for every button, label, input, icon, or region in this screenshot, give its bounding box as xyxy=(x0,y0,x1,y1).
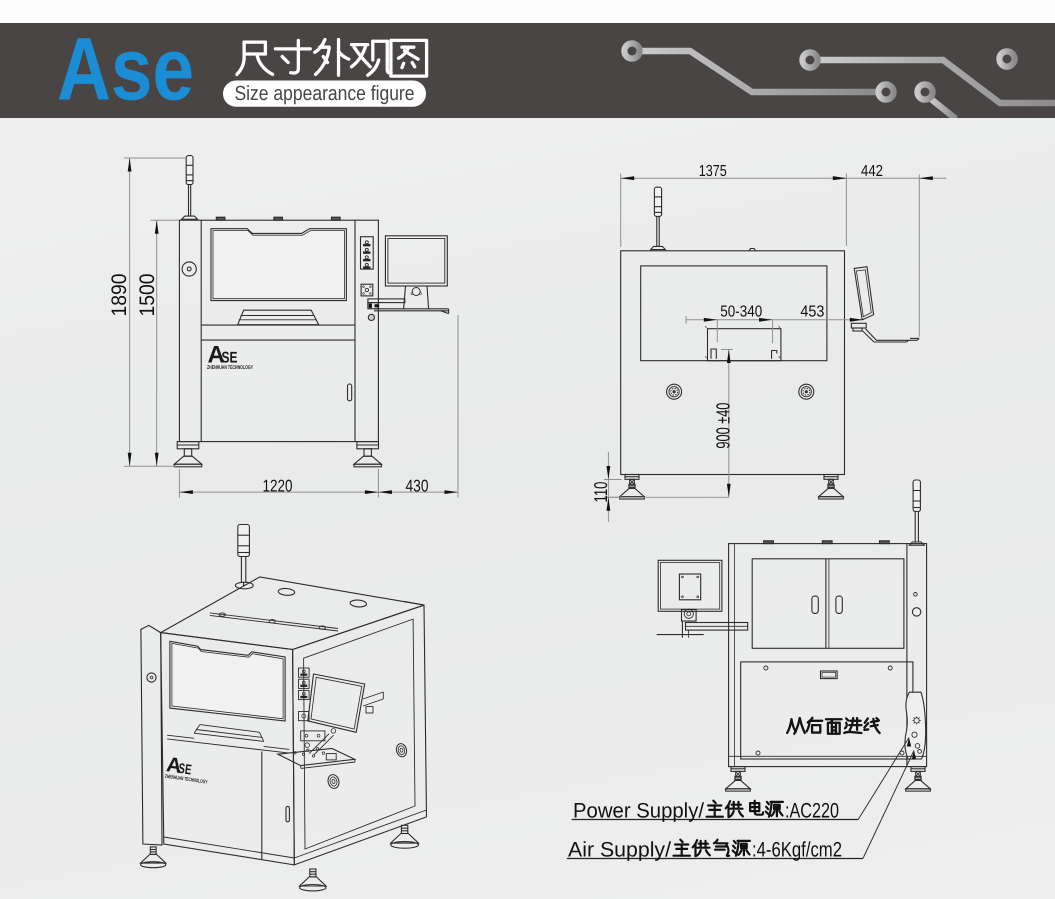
svg-text:SE: SE xyxy=(222,350,238,367)
svg-text:50-340: 50-340 xyxy=(720,303,762,320)
svg-text:A: A xyxy=(208,342,225,369)
svg-text:430: 430 xyxy=(406,476,429,495)
svg-text:Air Supply/: Air Supply/ xyxy=(568,839,671,862)
svg-text:ZHENHUAN TECHNOLOGY: ZHENHUAN TECHNOLOGY xyxy=(164,774,208,786)
svg-text:453: 453 xyxy=(800,303,824,320)
svg-text:110: 110 xyxy=(590,482,611,503)
svg-text:1500: 1500 xyxy=(136,274,159,317)
svg-text:1375: 1375 xyxy=(699,163,727,180)
svg-text:900 ±40: 900 ±40 xyxy=(713,403,734,449)
svg-text::4-6Kgf/cm2: :4-6Kgf/cm2 xyxy=(752,839,842,862)
svg-text::AC220: :AC220 xyxy=(785,800,839,823)
svg-text:Size appearance figure: Size appearance figure xyxy=(235,82,415,105)
svg-text:442: 442 xyxy=(861,163,883,180)
svg-text:ZHENHUAN TECHNOLOGY: ZHENHUAN TECHNOLOGY xyxy=(207,365,253,371)
svg-text:Ase: Ase xyxy=(57,23,194,118)
svg-text:1220: 1220 xyxy=(263,476,293,495)
svg-text:Power Supply/: Power Supply/ xyxy=(573,800,704,823)
svg-text:1890: 1890 xyxy=(108,274,131,317)
svg-text:A: A xyxy=(165,753,183,778)
svg-text:SE: SE xyxy=(177,760,192,778)
